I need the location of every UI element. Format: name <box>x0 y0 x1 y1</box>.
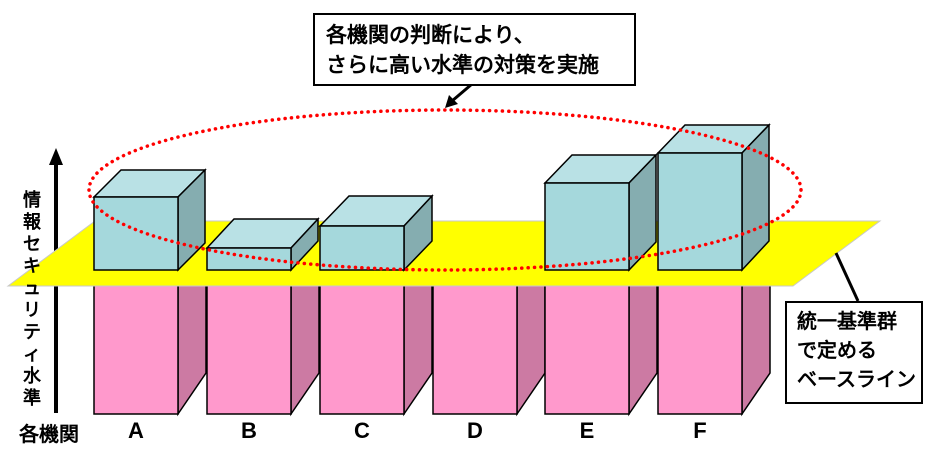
cube-b <box>205 217 320 272</box>
y-label-char: リ <box>23 300 41 321</box>
y-label-char: 情 <box>23 190 41 211</box>
top-callout-line-2: さらに高い水準の対策を実施 <box>326 53 599 77</box>
cube-e <box>543 153 658 272</box>
baseline-column-f <box>657 284 771 417</box>
category-label-e: E <box>579 418 595 443</box>
baseline-columns <box>93 284 771 417</box>
category-label-d: D <box>467 418 483 443</box>
baseline-callout-box: 統一基準群 で定める ベースライン <box>785 301 923 404</box>
y-label-char: セ <box>23 234 41 255</box>
y-label-char: ュ <box>23 278 41 299</box>
cube-a <box>92 168 207 272</box>
cube-f <box>656 123 771 272</box>
baseline-column-c <box>319 284 433 417</box>
top-callout-line-1: 各機関の判断により、 <box>326 23 535 47</box>
y-axis-label: 情 報 セ キ ュ リ テ ィ 水 準 <box>20 190 44 410</box>
category-label-c: C <box>354 418 370 443</box>
category-label-a: A <box>128 418 144 443</box>
y-label-char: 報 <box>23 212 41 233</box>
baseline-column-d <box>432 284 546 417</box>
y-axis-arrow <box>49 148 63 413</box>
y-label-char: キ <box>23 256 41 277</box>
x-axis-title: 各機関 <box>19 422 79 446</box>
baseline-callout-line-1: 統一基準群 <box>797 309 897 333</box>
category-label-b: B <box>241 418 257 443</box>
baseline-column-e <box>544 284 658 417</box>
callout-arrow <box>445 82 473 108</box>
baseline-column-a <box>93 284 207 417</box>
y-label-char: テ <box>23 322 41 343</box>
y-label-char: ィ <box>23 344 41 365</box>
y-label-char: 準 <box>23 388 41 409</box>
baseline-callout-line-2: で定める <box>797 338 877 362</box>
baseline-column-b <box>206 284 320 417</box>
top-callout-box: 各機関の判断により、 さらに高い水準の対策を実施 <box>313 13 636 86</box>
baseline-leader-line <box>834 252 860 302</box>
cube-c <box>318 194 434 272</box>
baseline-callout-line-3: ベースライン <box>797 367 916 391</box>
highlight-ellipse <box>87 108 803 272</box>
y-label-char: 水 <box>23 366 41 387</box>
category-label-f: F <box>693 418 707 443</box>
